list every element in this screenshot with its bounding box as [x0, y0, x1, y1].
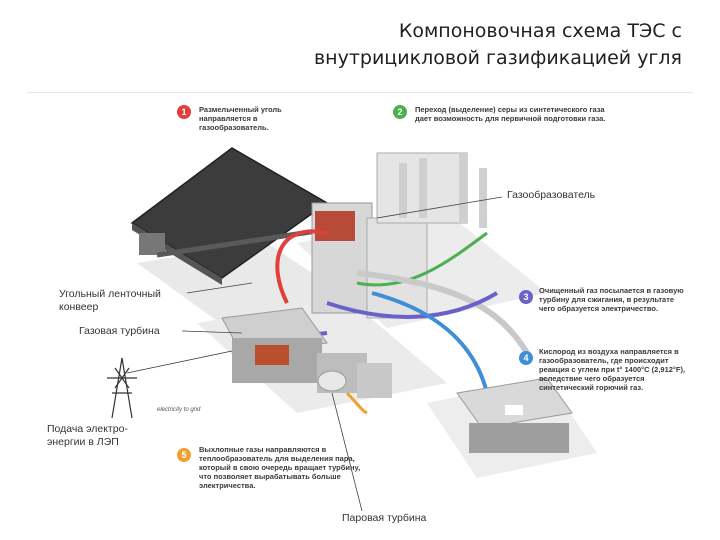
stack-2	[419, 158, 427, 218]
stack-4	[479, 168, 487, 228]
conveyor-label-line-2: конвеер	[59, 301, 99, 313]
steam-turbine-label: Паровая турбина	[342, 512, 427, 524]
gas-turbine-core	[255, 345, 289, 365]
air-separation-body	[469, 423, 569, 453]
gasifier-label: Газообразователь	[507, 189, 596, 201]
power-grid-label: Подача электро- энергии в ЛЭП	[47, 423, 128, 449]
note-4-text: Кислород из воздуха направляется в газоо…	[539, 347, 686, 392]
stack-3	[459, 153, 467, 223]
coal-pipe	[275, 229, 328, 304]
slide-title: Компоновочная схема ТЭС с внутрицикловой…	[222, 18, 682, 72]
stack-1	[399, 163, 407, 218]
air-separation-roof	[456, 377, 573, 429]
power-grid-label-line-1: Подача электро-	[47, 423, 128, 435]
conveyor-hopper	[139, 233, 165, 255]
gasifier-leader	[376, 196, 503, 219]
clean-gas-pipe	[326, 291, 499, 319]
gasifier-top	[315, 211, 355, 241]
gray-pipe-1	[356, 270, 530, 355]
note-5-badge: 5	[177, 448, 191, 462]
exhaust-pipe	[345, 391, 368, 415]
oxygen-pipe	[371, 291, 489, 394]
grid-small-label: electricity to grid	[157, 407, 201, 413]
conveyor-leader	[186, 282, 253, 294]
conveyor-label-line-1: Угольный ленточный	[59, 288, 161, 300]
note-3-text: Очищенный газ посылается в газовую турби…	[539, 286, 684, 313]
note-4-badge: 4	[519, 351, 533, 365]
steam-turbine-drum	[317, 370, 347, 392]
coal-pile	[130, 147, 329, 279]
title-line-1: Компоновочная схема ТЭС с	[398, 20, 682, 42]
note-1-badge: 1	[177, 105, 191, 119]
conveyor-label: Угольный ленточный конвеер	[59, 288, 161, 314]
note-2-badge: 2	[393, 105, 407, 119]
gas-turbine-leader	[181, 330, 243, 334]
title-line-2: внутрицикловой газификацией угля	[313, 47, 682, 69]
note-5-text: Выхлопные газы направляются в теплообраз…	[199, 445, 361, 490]
note-1-text: Размельченный уголь направляется в газоо…	[199, 105, 282, 132]
note-3-badge: 3	[519, 290, 533, 304]
power-line	[126, 350, 233, 374]
power-plant-diagram: 1 Размельченный уголь направляется в газ…	[27, 92, 693, 529]
transmission-tower	[107, 357, 137, 419]
gas-turbine-label: Газовая турбина	[79, 325, 160, 337]
stack-base	[357, 363, 392, 398]
sulfur-pipe	[356, 231, 488, 287]
plant-illustration	[107, 147, 597, 512]
steam-turbine-leader	[331, 392, 363, 512]
air-separation-window	[505, 405, 523, 415]
power-grid-label-line-2: энергии в ЛЭП	[47, 436, 119, 448]
note-2-text: Переход (выделение) серы из синтетическо…	[415, 105, 606, 123]
